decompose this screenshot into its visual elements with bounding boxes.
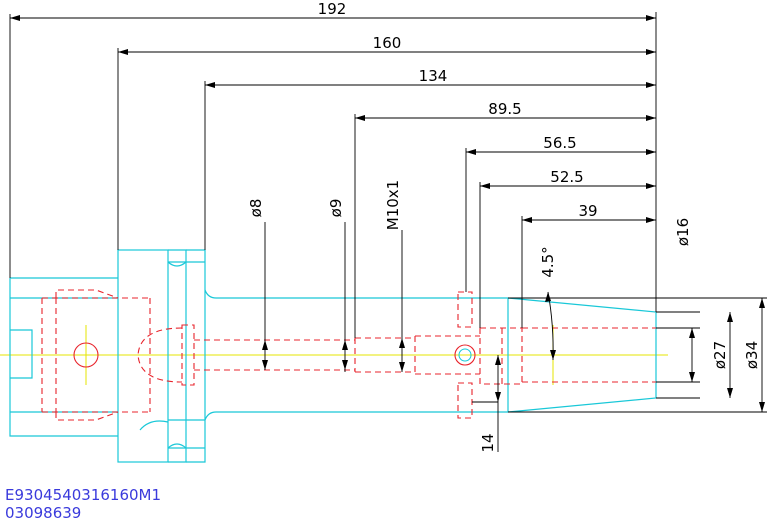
dim-89-5: 89.5 [488, 100, 521, 118]
dim-thread: M10x1 [384, 180, 402, 230]
dim-39: 39 [578, 202, 597, 220]
dim-dia-16: ø16 [674, 218, 692, 246]
dim-14: 14 [479, 433, 497, 452]
dim-160: 160 [373, 34, 402, 52]
centerline [0, 325, 668, 385]
part-outline [9, 249, 657, 463]
part-number: E9304540316160M1 [5, 486, 161, 504]
dim-dia-8: ø8 [247, 199, 265, 218]
dimension-lines [9, 12, 767, 452]
dim-134: 134 [419, 67, 448, 85]
dim-56-5: 56.5 [543, 134, 576, 152]
dim-dia-34: ø34 [743, 341, 761, 369]
order-number: 03098639 [5, 504, 81, 522]
dim-192: 192 [318, 0, 347, 18]
dim-angle: 4.5° [539, 246, 557, 277]
dim-dia-27: ø27 [711, 341, 729, 369]
dim-dia-9: ø9 [327, 199, 345, 218]
dim-52-5: 52.5 [550, 168, 583, 186]
hidden-lines [41, 289, 656, 421]
